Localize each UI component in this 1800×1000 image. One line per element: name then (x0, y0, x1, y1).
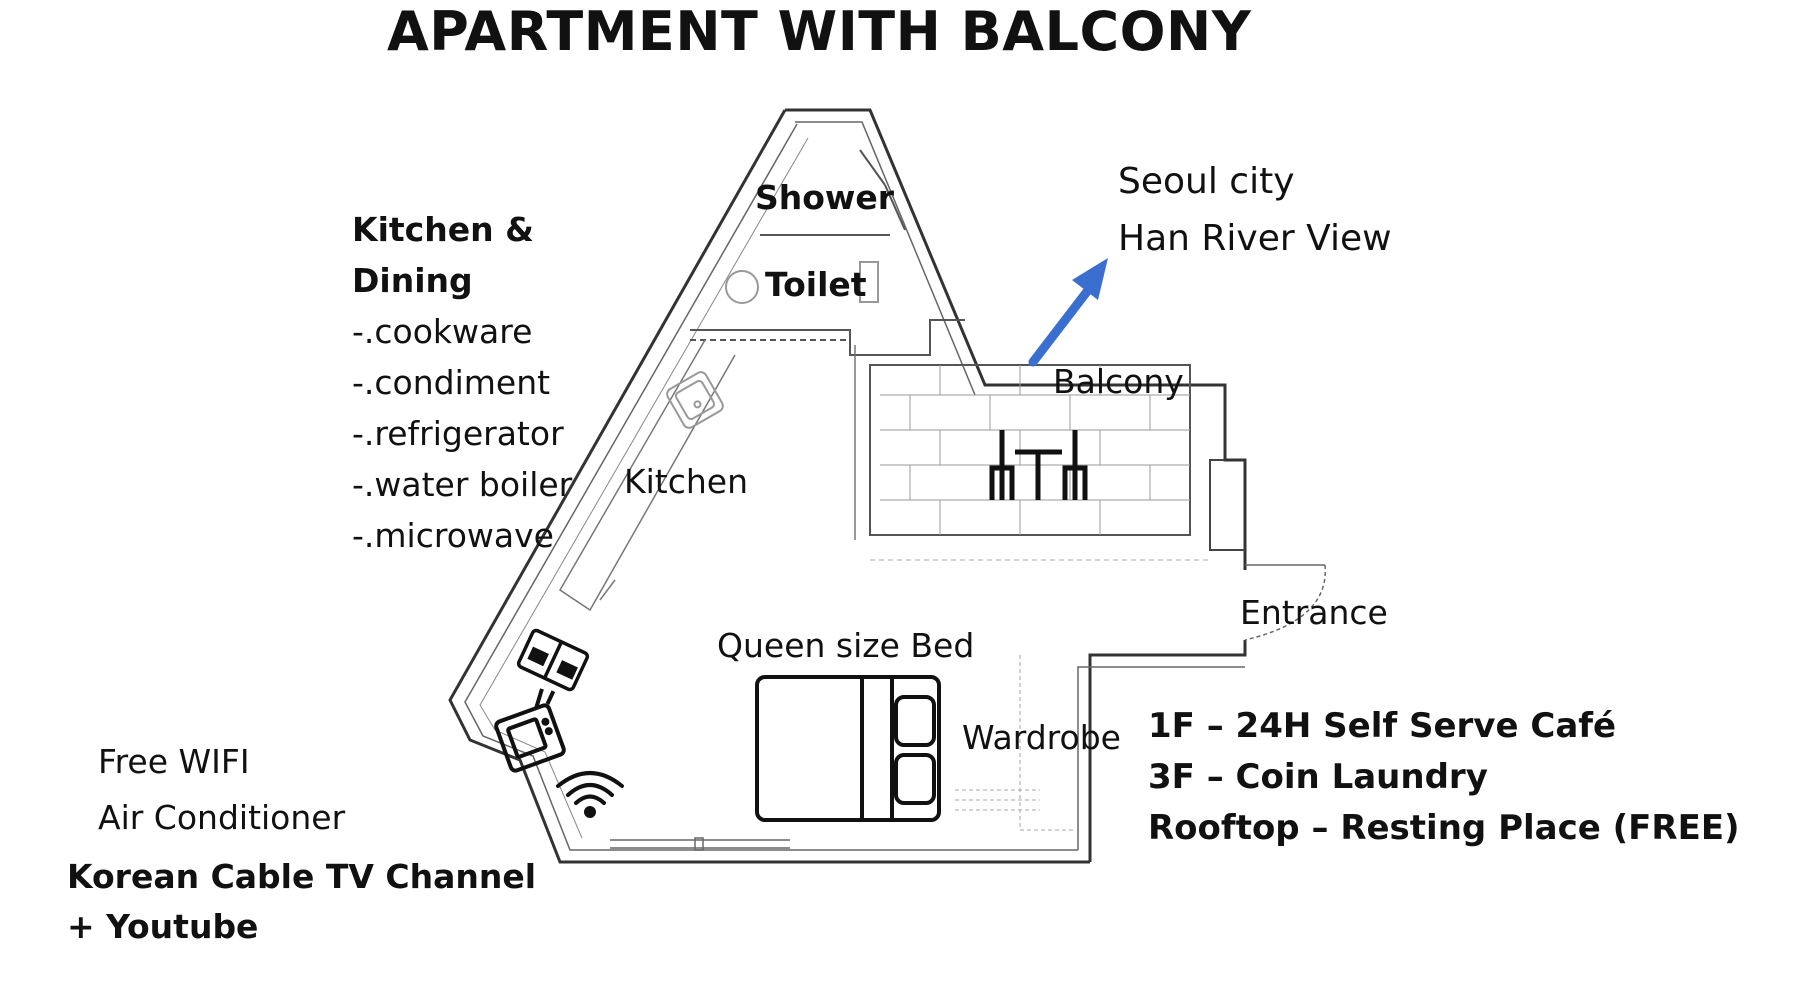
outer-wall (448, 108, 1247, 864)
amenity-ac: Air Conditioner (98, 798, 346, 837)
kitchen-counter (558, 339, 736, 612)
sink-icon (666, 371, 724, 429)
dining-table-icon (989, 430, 1088, 500)
kitchen-item: -.cookware (352, 312, 533, 351)
view-line-1: Seoul city (1118, 161, 1295, 202)
room-label-bed: Queen size Bed (717, 626, 975, 665)
toilet-icon (725, 261, 879, 304)
room-label-shower: Shower (755, 178, 895, 217)
room-label-toilet: Toilet (765, 265, 867, 304)
room-label-wardrobe: Wardrobe (962, 718, 1121, 757)
kitchen-item: -.water boiler (352, 465, 573, 504)
bed-icon (755, 675, 941, 822)
building-floor-item: 1F – 24H Self Serve Café (1148, 706, 1617, 746)
kitchen-dining-heading-1: Kitchen & (352, 210, 534, 249)
entrance-door (1244, 564, 1326, 641)
tv-icon (494, 688, 566, 773)
balcony-floor (854, 345, 1210, 561)
wifi-icon (556, 771, 624, 818)
kitchen-item: -.microwave (352, 516, 554, 555)
bathroom-walls (690, 149, 965, 356)
arrow-icon (1028, 258, 1108, 367)
bottom-window (610, 837, 790, 851)
wardrobe-area (955, 655, 1075, 831)
amenity-tv-2: + Youtube (67, 907, 259, 946)
page-title: APARTMENT WITH BALCONY (387, 0, 1252, 63)
building-floor-item: Rooftop – Resting Place (FREE) (1148, 808, 1740, 848)
amenity-tv-1: Korean Cable TV Channel (67, 857, 537, 896)
building-floor-item: 3F – Coin Laundry (1148, 757, 1488, 797)
view-line-2: Han River View (1118, 218, 1392, 259)
kitchen-item: -.refrigerator (352, 414, 564, 453)
room-label-entrance: Entrance (1240, 593, 1388, 632)
kitchen-dining-heading-2: Dining (352, 261, 473, 300)
kitchen-item: -.condiment (352, 363, 551, 402)
microwave-icon (516, 628, 590, 692)
amenity-wifi: Free WIFI (98, 742, 250, 781)
room-label-kitchen: Kitchen (624, 462, 749, 501)
room-label-balcony: Balcony (1053, 362, 1184, 401)
